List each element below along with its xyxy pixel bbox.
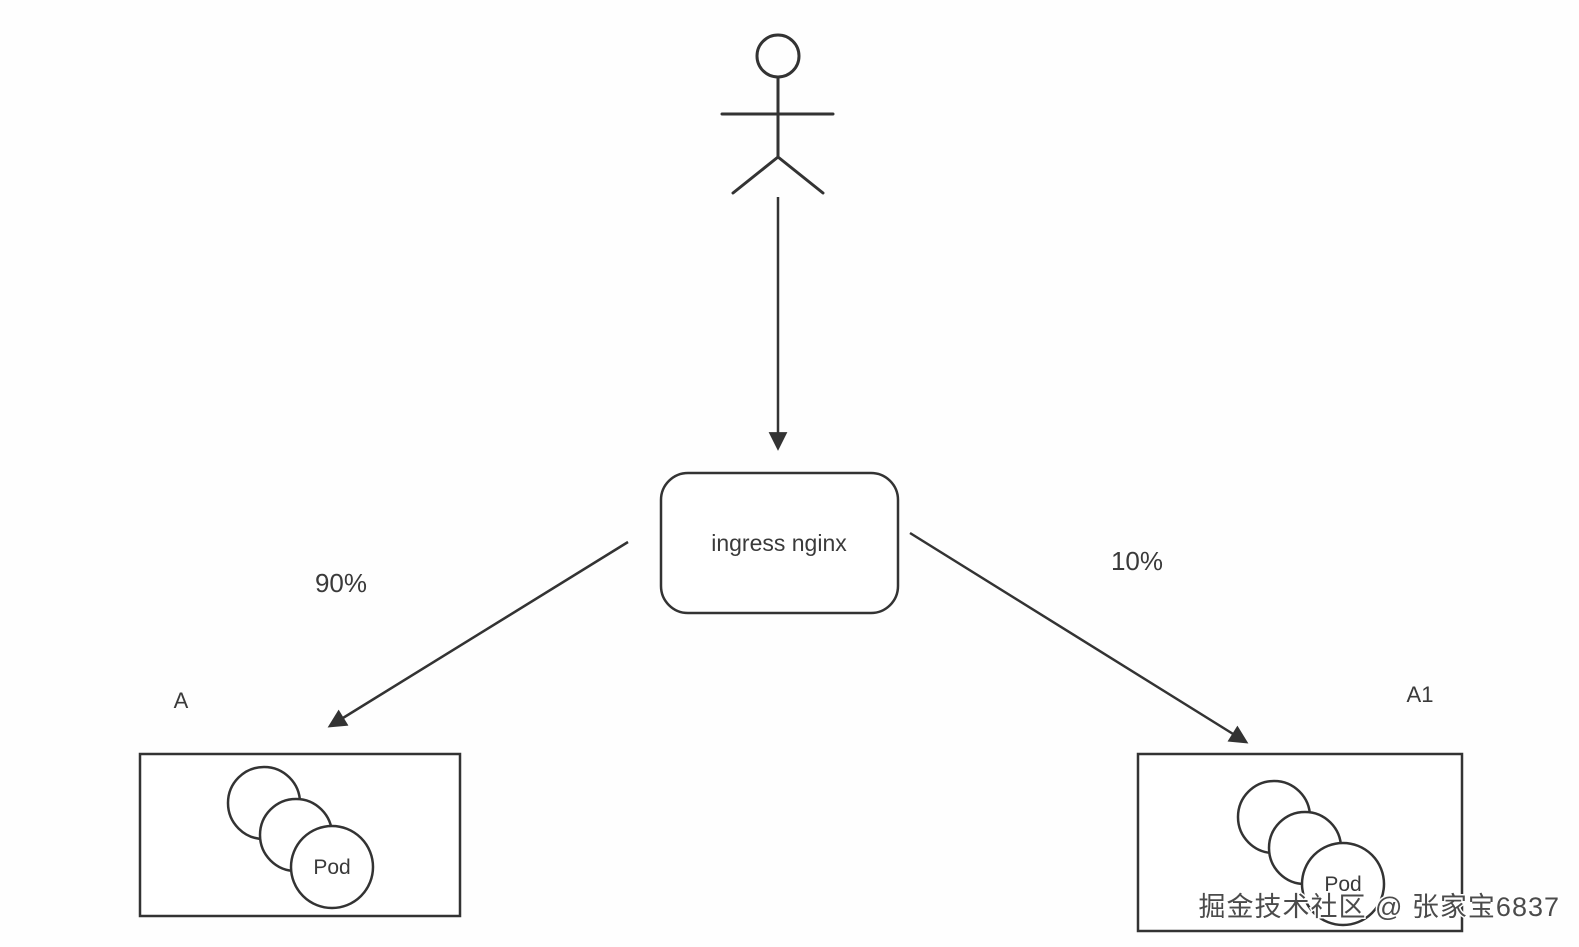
arrow-ingress-to-service-a	[327, 540, 629, 728]
service-a-box: Pod	[138, 752, 462, 918]
actor-head	[755, 33, 801, 79]
actor-leg-right	[776, 155, 825, 195]
pod-label-a1: Pod	[1324, 873, 1361, 896]
service-a1-label: A1	[1407, 682, 1434, 707]
service-a-label: A	[174, 688, 189, 713]
service-a1-box: Pod	[1136, 752, 1464, 933]
actor-leg-left	[731, 155, 780, 195]
route-weight-right: 10%	[1111, 546, 1163, 576]
user-stick-figure-icon	[720, 33, 835, 195]
watermark-text: 掘金技术社区 @ 张家宝6837	[1199, 892, 1560, 922]
ingress-node: ingress nginx	[659, 471, 900, 615]
pod-label-a: Pod	[313, 856, 350, 879]
ingress-label: ingress nginx	[711, 530, 847, 556]
arrow-ingress-to-service-a1	[909, 531, 1249, 744]
pod-circle-front	[1300, 841, 1386, 927]
pod-circle-front	[289, 824, 375, 910]
ingress-box	[659, 471, 900, 615]
route-weight-left: 90%	[315, 568, 367, 598]
